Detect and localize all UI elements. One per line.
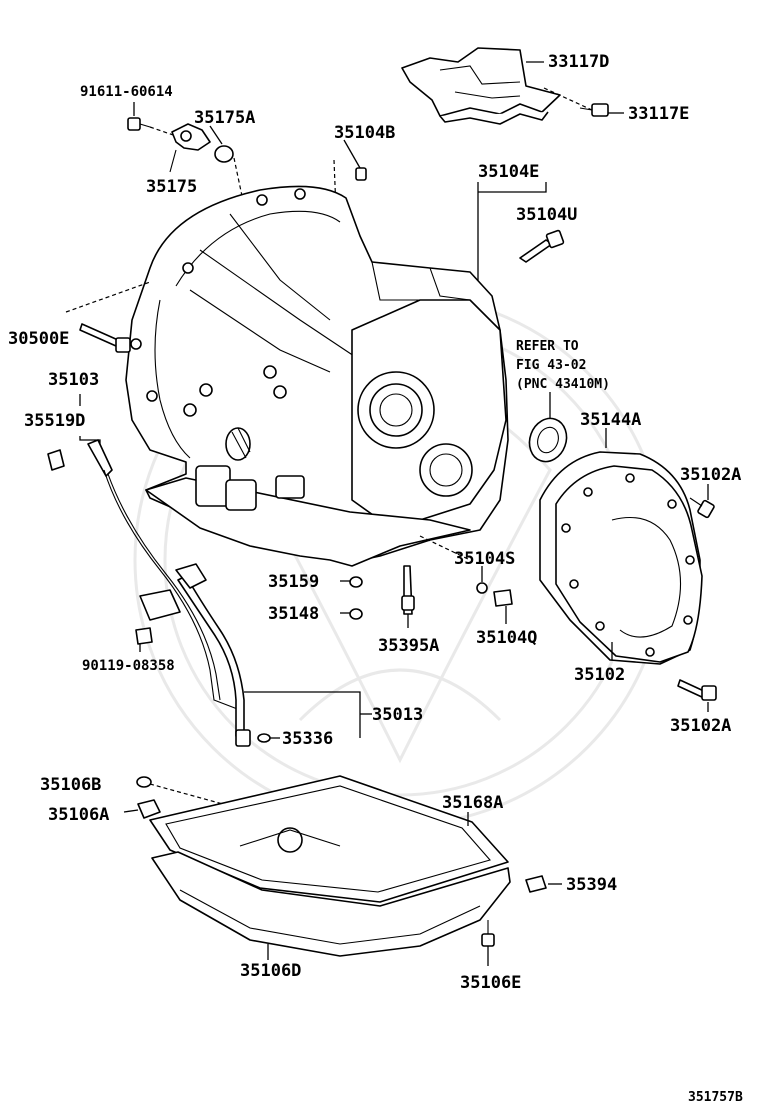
bolt-33117e[interactable]: [579, 103, 609, 117]
heat-shield-33117d[interactable]: [401, 47, 561, 125]
label-35104u[interactable]: 35104U: [516, 205, 577, 225]
magnet-35394[interactable]: [525, 875, 547, 893]
bolt-30500e[interactable]: [79, 323, 131, 353]
transaxle-case[interactable]: [125, 185, 509, 567]
label-refer-line2: FIG 43-02: [516, 358, 586, 373]
bolt-91611[interactable]: [127, 117, 151, 131]
label-33117d[interactable]: 33117D: [548, 52, 609, 72]
label-90119-08358[interactable]: 90119-08358: [82, 658, 175, 674]
label-35106d[interactable]: 35106D: [240, 961, 301, 981]
label-refer-line1: REFER TO: [516, 339, 579, 354]
pin-35395a[interactable]: [401, 565, 415, 615]
label-35106b[interactable]: 35106B: [40, 775, 101, 795]
drain-plug-35106a[interactable]: [137, 799, 161, 819]
leader-35104b: [343, 139, 361, 169]
label-35104q[interactable]: 35104Q: [476, 628, 537, 648]
label-35013[interactable]: 35013: [372, 705, 423, 725]
label-91611-60614[interactable]: 91611-60614: [80, 84, 173, 100]
plug-35148[interactable]: [349, 608, 363, 620]
bolt-35102a-top[interactable]: [689, 497, 715, 519]
bracket-35013: [244, 691, 361, 738]
label-35394[interactable]: 35394: [566, 875, 617, 895]
label-35106a[interactable]: 35106A: [48, 805, 109, 825]
bolt-35104b[interactable]: [355, 167, 367, 181]
dash-35106b: [149, 783, 231, 807]
label-35175[interactable]: 35175: [146, 177, 197, 197]
label-35104s[interactable]: 35104S: [454, 549, 515, 569]
label-35519d[interactable]: 35519D: [24, 411, 85, 431]
label-refer-line3: (PNC 43410M): [516, 377, 610, 392]
label-35104e[interactable]: 35104E: [478, 162, 539, 182]
label-35175a[interactable]: 35175A: [194, 108, 255, 128]
plug-35104s[interactable]: [476, 582, 488, 594]
dipstick-35103[interactable]: [87, 439, 241, 711]
dash-91611: [149, 126, 177, 137]
dash-35104s: [419, 535, 471, 561]
gasket-35336[interactable]: [257, 733, 271, 743]
tube-bracket-90119[interactable]: [135, 589, 181, 645]
label-35395a[interactable]: 35395A: [378, 636, 439, 656]
oil-pan-35106d[interactable]: [151, 827, 511, 957]
oil-filler-tube-35013[interactable]: [175, 563, 251, 747]
dash-sensor: [233, 157, 243, 197]
bolt-35102a-bottom[interactable]: [677, 679, 717, 701]
figure-id: 351757B: [688, 1090, 743, 1105]
label-35102a-bottom[interactable]: 35102A: [670, 716, 731, 736]
leader-35175a: [209, 125, 223, 145]
dash-30500e: [65, 281, 151, 313]
dash-35104b: [333, 159, 337, 211]
fitting-35104q[interactable]: [493, 589, 513, 607]
plug-35159[interactable]: [349, 576, 363, 588]
label-35336[interactable]: 35336: [282, 729, 333, 749]
label-35148[interactable]: 35148: [268, 604, 319, 624]
dipstick-clip-35519d[interactable]: [47, 449, 65, 471]
side-cover-35102[interactable]: [555, 465, 703, 663]
oil-seal[interactable]: [524, 413, 573, 467]
speed-sensor-35175[interactable]: [169, 123, 211, 173]
dash-33117e: [543, 87, 593, 111]
bolt-35106e[interactable]: [481, 920, 495, 947]
label-35106e[interactable]: 35106E: [460, 973, 521, 993]
label-35102[interactable]: 35102: [574, 665, 625, 685]
label-35168a[interactable]: 35168A: [442, 793, 503, 813]
label-35102a-top[interactable]: 35102A: [680, 465, 741, 485]
leader-35106a: [123, 809, 139, 813]
o-ring-35175a[interactable]: [214, 145, 234, 163]
label-35159[interactable]: 35159: [268, 572, 319, 592]
label-35104b[interactable]: 35104B: [334, 123, 395, 143]
label-33117e[interactable]: 33117E: [628, 104, 689, 124]
washer-35106b[interactable]: [136, 776, 152, 788]
label-35144a[interactable]: 35144A: [580, 410, 641, 430]
label-30500e[interactable]: 30500E: [8, 329, 69, 349]
bracket-35104e: [477, 182, 547, 290]
label-35103[interactable]: 35103: [48, 370, 99, 390]
bolt-35104u[interactable]: [519, 229, 565, 263]
